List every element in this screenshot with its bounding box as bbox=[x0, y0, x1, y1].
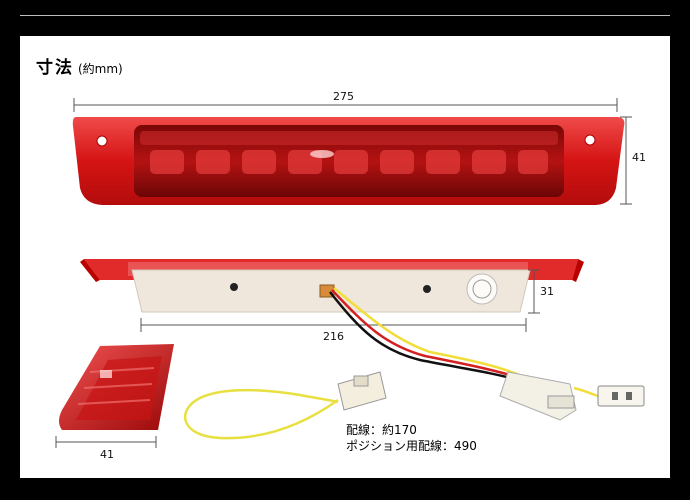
lamp-front-view bbox=[72, 117, 625, 205]
dimension-line-height bbox=[620, 116, 632, 205]
dim-height-front: 41 bbox=[632, 151, 646, 164]
dimension-line-top bbox=[73, 98, 618, 112]
dim-depth-side: 31 bbox=[540, 285, 554, 298]
small-connector bbox=[337, 371, 387, 411]
top-divider bbox=[20, 15, 670, 16]
yellow-wire-loop bbox=[183, 388, 339, 440]
heading-main: 寸法 bbox=[36, 58, 74, 78]
dimensions-heading: 寸法 (約mm) bbox=[36, 53, 123, 78]
note-wiring: 配線：約170 bbox=[346, 423, 417, 437]
dim-top-width: 275 bbox=[333, 90, 354, 103]
note-position-wiring: ポジション用配線：490 bbox=[346, 439, 477, 453]
heading-sub: (約mm) bbox=[78, 62, 123, 76]
dimension-line-depth bbox=[528, 269, 540, 314]
dimension-line-cover bbox=[55, 436, 157, 448]
lamp-bottom-view bbox=[80, 259, 584, 313]
lamp-cover-piece bbox=[59, 344, 174, 430]
dim-bottom-width: 216 bbox=[323, 330, 344, 343]
wire-harness bbox=[329, 287, 613, 402]
dim-cover-width: 41 bbox=[100, 448, 114, 461]
main-connector bbox=[499, 371, 577, 421]
dimension-line-bottom bbox=[140, 318, 527, 332]
position-connector bbox=[597, 385, 645, 407]
